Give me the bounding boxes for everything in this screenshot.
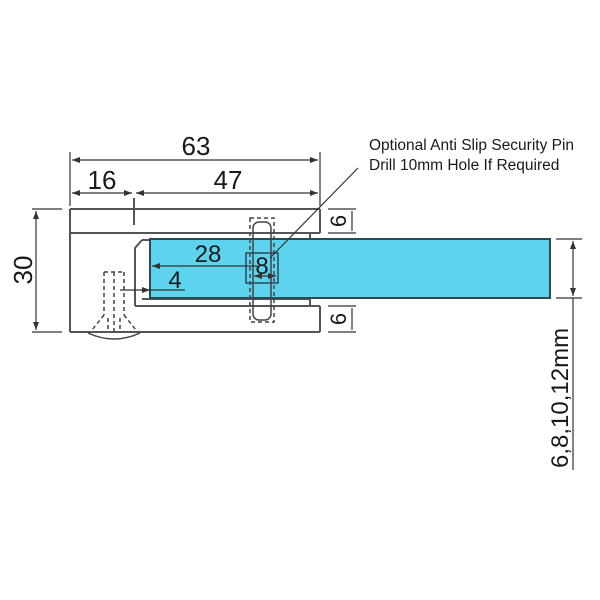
note-line-1: Optional Anti Slip Security Pin	[369, 137, 574, 154]
dim-glass-thickness-label: 6,8,10,12mm	[547, 328, 574, 468]
dim-4: 4	[168, 267, 181, 294]
dim-16: 16	[88, 165, 117, 195]
dim-63: 63	[182, 131, 211, 161]
dim-8: 8	[255, 253, 268, 280]
note-leader-line	[269, 167, 359, 259]
glass-panel	[149, 238, 551, 299]
dim-pin-offsets	[120, 263, 276, 293]
note-line-2: Drill 10mm Hole If Required	[369, 157, 559, 174]
dim-lips	[328, 208, 356, 333]
dim-glass-thickness	[556, 238, 582, 470]
dim-28: 28	[195, 241, 222, 268]
dim-height	[32, 208, 62, 333]
set-screw	[87, 271, 141, 340]
dim-overall-width	[69, 152, 321, 206]
dim-47: 47	[214, 165, 243, 195]
dim-top-lip: 6	[326, 215, 351, 227]
dim-bottom-lip: 6	[326, 313, 351, 325]
dim-30: 30	[8, 256, 38, 285]
security-pin-slot	[245, 217, 279, 323]
